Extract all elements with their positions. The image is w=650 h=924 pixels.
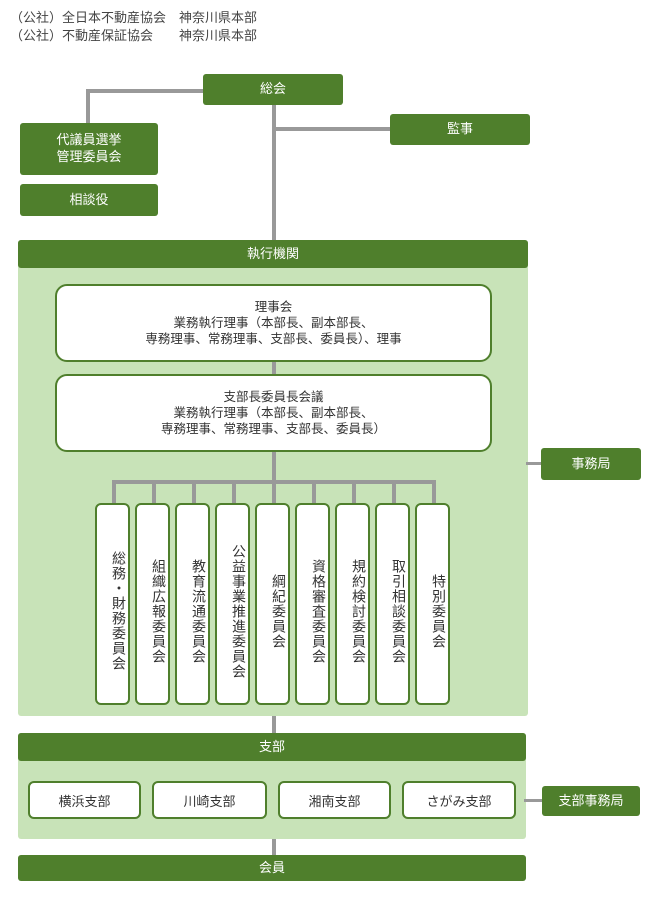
- committee-drop-9: [432, 480, 436, 504]
- connector-secretariat: [526, 462, 542, 465]
- soukai-box: 総会: [203, 74, 343, 105]
- board-box: 理事会 業務執行理事（本部長、副本部長、 専務理事、常務理事、支部長、委員長）、…: [55, 284, 492, 362]
- branch-kawasaki: 川崎支部: [152, 781, 267, 819]
- executive-title: 執行機関: [18, 240, 528, 268]
- committee-rules: 規約検討委員会: [335, 503, 370, 705]
- election-committee-box: 代議員選挙 管理委員会: [20, 123, 158, 175]
- committee-drop-8: [392, 480, 396, 504]
- committee-drop-4: [232, 480, 236, 504]
- connector-executive-branches: [272, 716, 276, 734]
- committee-qualification: 資格審査委員会: [295, 503, 330, 705]
- committee-drop-2: [152, 480, 156, 504]
- committee-drop-7: [352, 480, 356, 504]
- branch-sagami: さがみ支部: [402, 781, 516, 819]
- connector-left-down: [86, 89, 90, 125]
- members-box: 会員: [18, 855, 526, 881]
- committee-special: 特別委員会: [415, 503, 450, 705]
- committee-discipline: 綱紀委員会: [255, 503, 290, 705]
- branch-secretariat-box: 支部事務局: [542, 786, 640, 816]
- kansa-box: 監事: [390, 114, 530, 145]
- committee-organization-pr: 組織広報委員会: [135, 503, 170, 705]
- connector-board-meeting: [272, 360, 276, 376]
- header-line-1: （公社）全日本不動産協会 神奈川県本部: [10, 11, 258, 26]
- branch-shonan: 湘南支部: [278, 781, 391, 819]
- committee-drop-5: [272, 480, 276, 504]
- committee-public-interest: 公益事業推進委員会: [215, 503, 250, 705]
- advisor-box: 相談役: [20, 184, 158, 216]
- committee-drop-1: [112, 480, 116, 504]
- meeting-box: 支部長委員長会議 業務執行理事（本部長、副本部長、 専務理事、常務理事、支部長、…: [55, 374, 492, 452]
- committee-drop-6: [312, 480, 316, 504]
- connector-kansa: [274, 127, 392, 131]
- branches-title: 支部: [18, 733, 526, 761]
- connector-meeting-committees: [272, 452, 276, 482]
- connector-branches-members: [272, 839, 276, 855]
- committee-transaction: 取引相談委員会: [375, 503, 410, 705]
- committee-drop-3: [192, 480, 196, 504]
- branch-yokohama: 横浜支部: [28, 781, 141, 819]
- header-line-2: （公社）不動産保証協会 神奈川県本部: [10, 29, 258, 44]
- secretariat-box: 事務局: [541, 448, 641, 480]
- committee-education: 教育流通委員会: [175, 503, 210, 705]
- connector-soukai-executive: [272, 104, 276, 240]
- committee-general-finance: 総務・財務委員会: [95, 503, 130, 705]
- connector-branch-secretariat: [524, 799, 544, 802]
- connector-soukai-left: [86, 89, 204, 93]
